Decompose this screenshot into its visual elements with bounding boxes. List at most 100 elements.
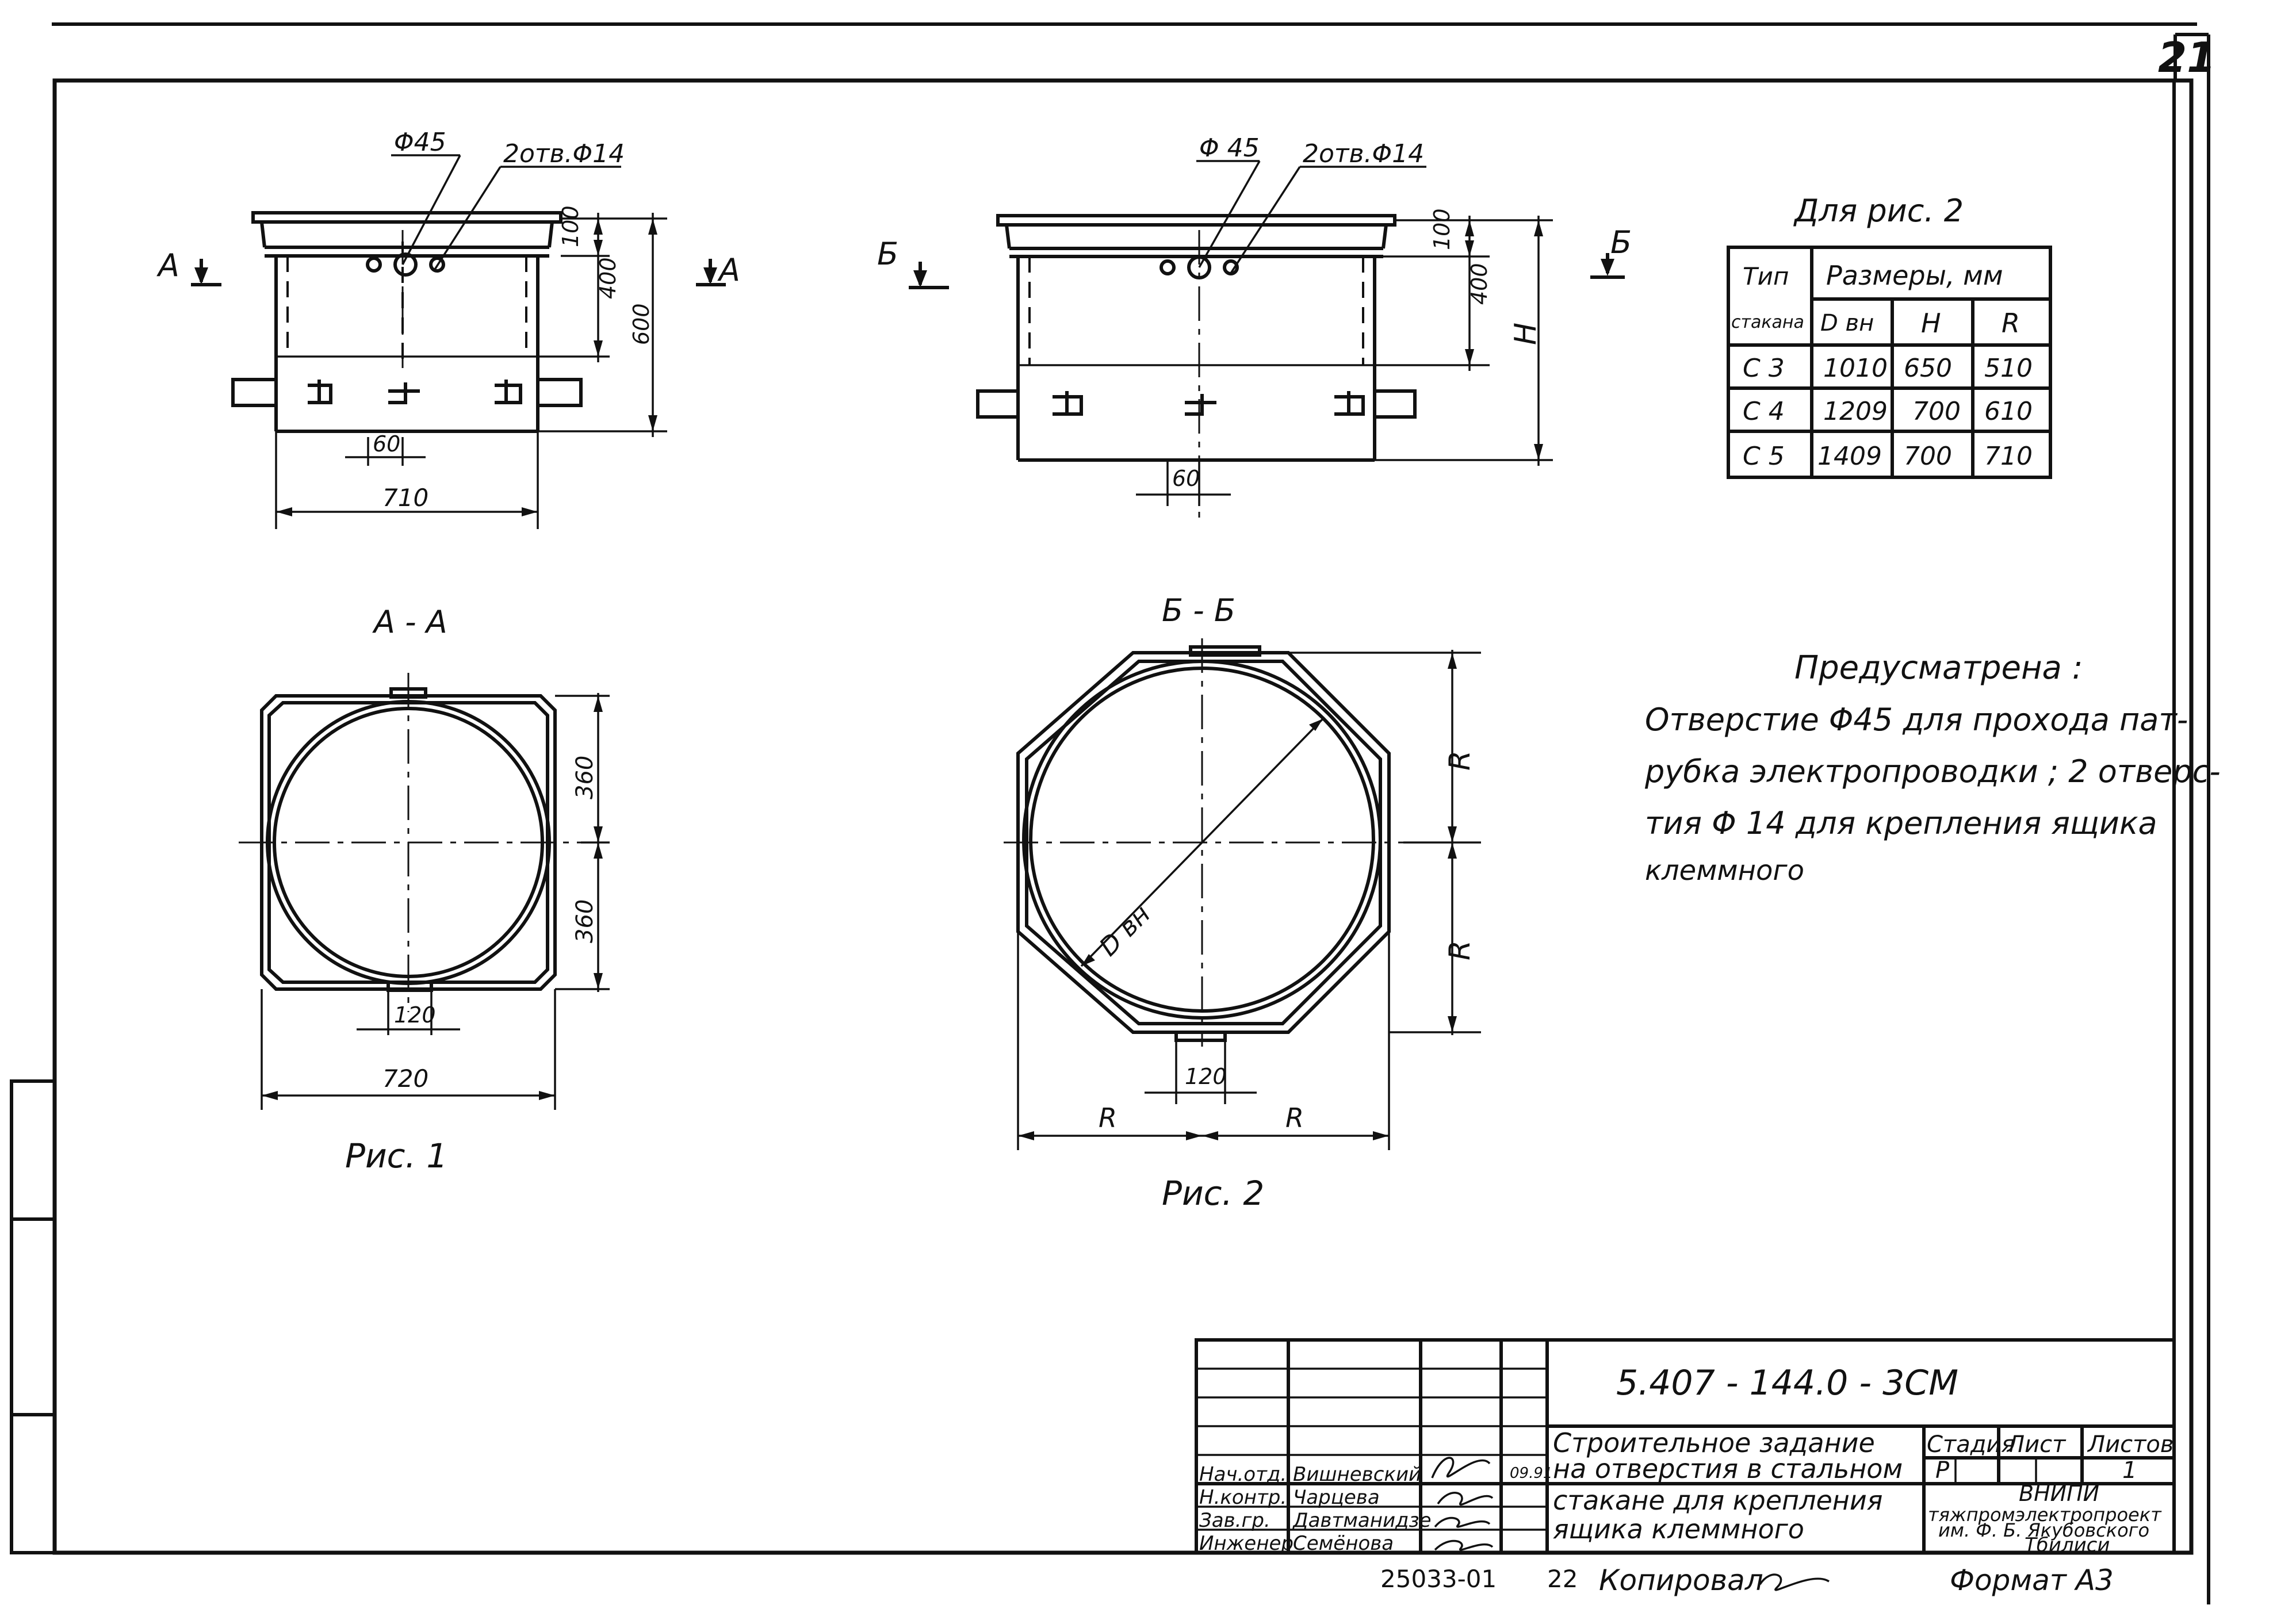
table-row: С 4 1209 700 610 [1743, 397, 2033, 426]
fig1-section-mark-left: А [156, 247, 179, 284]
staff-row: Зав.гр. Давтманидзе [1199, 1509, 1432, 1532]
table-col-h: H [1921, 308, 1941, 339]
note-line-4: клеммного [1645, 855, 1804, 887]
table-cell-r: 710 [1984, 442, 2033, 471]
table-cell-h: 700 [1912, 397, 1961, 426]
table-cell-h: 650 [1904, 354, 1952, 383]
staff-role: Зав.гр. [1199, 1509, 1271, 1532]
fig2-section-mark-left: Б [877, 236, 898, 272]
fig1-dim-100: 100 [558, 205, 583, 247]
fig1-dim-360-bottom: 360 [572, 899, 598, 943]
staff-row: Н.контр. Чарцева [1199, 1486, 1380, 1509]
staff-name: Чарцева [1293, 1486, 1380, 1509]
staff-role: Нач.отд. [1199, 1463, 1287, 1486]
title-line-1: Строительное задание [1553, 1427, 1875, 1458]
fig1-elevation [191, 154, 726, 529]
fig1-dim-60: 60 [373, 431, 400, 457]
fig2-dim-dvn: D вн [1094, 899, 1157, 962]
note-line-1: Отверстие Φ45 для прохода пат- [1645, 702, 2188, 738]
org-line-2: тяжпромэлектропроект [1928, 1504, 2162, 1526]
org-line-1: ВНИПИ [2019, 1481, 2099, 1506]
title-line-3: стакане для крепления [1553, 1485, 1882, 1516]
doc-code: 5.407 - 144.0 - 3СМ [1616, 1363, 1958, 1403]
org-line-3: им. Ф. Б. Якубовского [1938, 1519, 2149, 1541]
table-col-r: R [2002, 308, 2020, 339]
sign-date: 09.91 [1510, 1465, 1552, 1482]
fig1-section-title: А - А [372, 604, 447, 640]
table-row: С 5 1409 700 710 [1743, 442, 2033, 471]
footer-format: Формат А3 [1950, 1564, 2114, 1597]
staff-name: Семёнова [1293, 1532, 1394, 1555]
fig1-dim-600: 600 [629, 303, 654, 345]
title-block [1195, 1338, 2176, 1554]
footer-number: 22 [1547, 1565, 1578, 1593]
fig2-dim-400: 400 [1467, 263, 1492, 305]
sheet-number: 21 [2158, 33, 2215, 82]
fig2-dim-r-left: R [1099, 1102, 1117, 1133]
fig2-caption: Рис. 2 [1162, 1174, 1264, 1213]
sheets-value: 1 [2122, 1457, 2137, 1484]
fig2-dim-r-top: R [1443, 750, 1476, 771]
org-line-4: Тбилиси [2025, 1534, 2110, 1557]
fig1-dim-720: 720 [382, 1064, 428, 1093]
fig2-dim-d45: Φ 45 [1199, 133, 1260, 163]
table-cell-h: 700 [1904, 442, 1952, 471]
fig1-dim-120: 120 [394, 1002, 436, 1028]
staff-role: Н.контр. [1199, 1486, 1287, 1509]
fig1-section-plan [239, 673, 610, 1110]
table-row: С 3 1010 650 510 [1743, 354, 2033, 383]
fig1-caption: Рис. 1 [345, 1136, 447, 1175]
staff-name: Давтманидзе [1292, 1509, 1432, 1532]
fig2-dim-60: 60 [1172, 466, 1200, 491]
sheet-frame [10, 22, 2210, 1604]
fig1-dim-710: 710 [382, 484, 428, 512]
sheets-label: Листов [2087, 1431, 2173, 1458]
note-line-2: рубка электропроводки ; 2 отверс- [1644, 753, 2221, 790]
fig2-section-mark-right: Б [1610, 224, 1632, 261]
table-cell-type: С 5 [1743, 442, 1785, 471]
table-header-sizes: Размеры, мм [1826, 260, 2003, 291]
table-title: Для рис. 2 [1793, 193, 1964, 229]
fig2-dim-holes: 2отв.Φ14 [1303, 139, 1424, 168]
stage-label: Стадия [1927, 1431, 2015, 1458]
staff-row: Нач.отд. Вишневский [1199, 1463, 1421, 1486]
table-cell-type: С 4 [1743, 397, 1785, 426]
table-header-type-1: Тип [1743, 262, 1789, 290]
title-line-2: на отверстия в стальном [1553, 1453, 1903, 1484]
table-header-type-2: стакана [1731, 312, 1804, 332]
sheet-label: Лист [2006, 1431, 2067, 1458]
table-cell-type: С 3 [1743, 354, 1785, 383]
fig1-dim-360-top: 360 [572, 756, 598, 799]
copier-signature [1759, 1573, 1830, 1591]
signatures [1431, 1457, 1494, 1551]
fig1-dim-holes: 2отв.Φ14 [503, 139, 625, 168]
fig2-section-title: Б - Б [1162, 592, 1235, 629]
footer-copied: Копировал [1599, 1564, 1763, 1597]
fig1-dim-400: 400 [595, 257, 621, 299]
table-cell-r: 610 [1984, 397, 2033, 426]
staff-role: Инженер [1199, 1532, 1294, 1555]
fig2-dim-100: 100 [1429, 208, 1455, 250]
table-cell-r: 510 [1984, 354, 2033, 383]
fig2-elevation [909, 160, 1625, 518]
fig2-section-plan [1004, 638, 1481, 1150]
fig2-dim-r-bottom: R [1443, 940, 1476, 960]
table-cell-d: 1409 [1817, 442, 1882, 471]
fig1-dim-d45: Φ45 [394, 128, 446, 157]
fig2-dim-h: H [1509, 323, 1543, 345]
table-cell-d: 1010 [1823, 354, 1888, 383]
staff-row: Инженер Семёнова [1199, 1532, 1394, 1555]
note-title: Предусматрена : [1794, 649, 2083, 687]
fig2-dim-r-right: R [1285, 1102, 1304, 1133]
title-line-4: ящика клеммного [1553, 1514, 1804, 1545]
table-cell-d: 1209 [1823, 397, 1888, 426]
staff-name: Вишневский [1293, 1463, 1421, 1486]
size-table [1727, 246, 2052, 479]
footer-code: 25033-01 [1380, 1565, 1497, 1593]
fig1-section-mark-right: А [717, 252, 740, 288]
stage-value: Р [1935, 1457, 1950, 1484]
note-line-3: тия Φ 14 для крепления ящика [1645, 805, 2157, 841]
table-col-d: D вн [1820, 310, 1874, 336]
